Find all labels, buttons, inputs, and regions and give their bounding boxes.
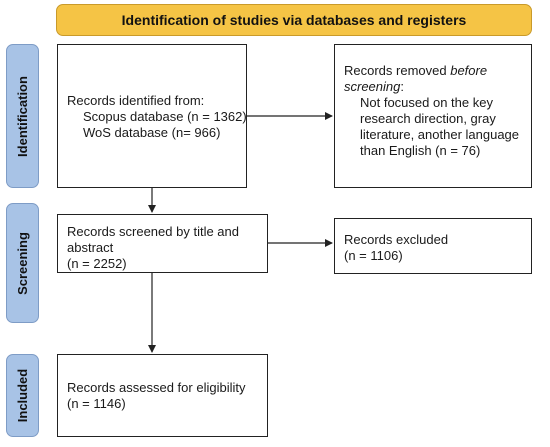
screened-line: abstract: [67, 240, 114, 255]
excluded-count: (n = 1106): [344, 248, 403, 263]
records-removed-box: Records removed before screening: Not fo…: [334, 44, 532, 188]
removed-reason-line: Not focused on the key: [360, 95, 493, 110]
records-identified-box: Records identified from: Scopus database…: [57, 44, 247, 188]
phase-included: Included: [6, 354, 39, 437]
phase-identification: Identification: [6, 44, 39, 188]
records-identified-title: Records identified from:: [67, 93, 205, 108]
excluded-title: Records excluded: [344, 232, 449, 247]
records-assessed-box: Records assessed for eligibility (n = 11…: [57, 354, 268, 437]
header-title: Identification of studies via databases …: [121, 12, 467, 28]
assessed-count: (n = 1146): [67, 396, 126, 411]
assessed-title: Records assessed for eligibility: [67, 380, 246, 395]
records-screened-box: Records screened by title and abstract (…: [57, 214, 268, 273]
removed-reason-line: than English (n = 76): [360, 143, 481, 158]
removed-reason-line: literature, another language: [360, 127, 520, 142]
wos-count: WoS database (n= 966): [83, 125, 221, 140]
records-removed-title-cont: screening:: [344, 79, 404, 94]
phase-screening: Screening: [6, 203, 39, 323]
diagram-header: Identification of studies via databases …: [56, 4, 532, 36]
scopus-count: Scopus database (n = 1362): [83, 109, 247, 124]
records-excluded-box: Records excluded (n = 1106): [334, 218, 532, 274]
screened-count: (n = 2252): [67, 256, 127, 271]
screened-line: Records screened by title and: [67, 224, 239, 239]
removed-reason-line: research direction, gray: [360, 111, 496, 126]
records-removed-title: Records removed before: [344, 63, 488, 78]
